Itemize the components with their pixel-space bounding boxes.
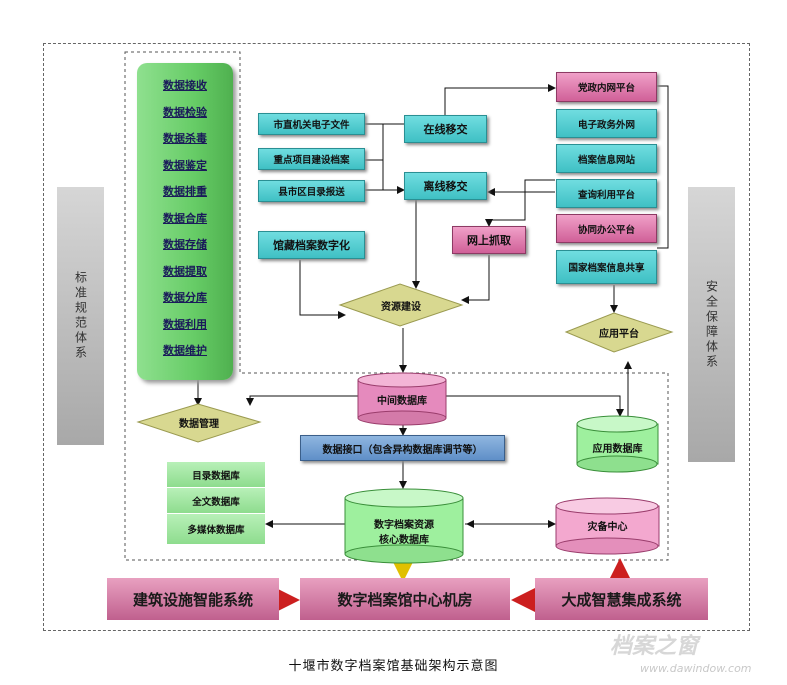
building-system-box: 建筑设施智能系统 bbox=[107, 578, 279, 620]
data-center-box: 数字档案馆中心机房 bbox=[300, 578, 510, 620]
platform-box: 协同办公平台 bbox=[556, 214, 657, 243]
process-step: 数据排重 bbox=[163, 185, 207, 198]
standards-sidebar: 标准规范体系 bbox=[57, 187, 104, 445]
platform-box: 党政内网平台 bbox=[556, 72, 657, 102]
security-sidebar: 安全保障体系 bbox=[688, 187, 735, 462]
backup-label: 灾备中心 bbox=[587, 522, 628, 533]
source-box: 重点项目建设档案 bbox=[258, 148, 365, 170]
data-management-label: 数据管理 bbox=[179, 419, 219, 430]
middle-db-cylinder bbox=[357, 372, 447, 426]
stack-db: 目录数据库 bbox=[167, 462, 265, 488]
platform-box: 电子政务外网 bbox=[556, 109, 657, 138]
diagram-caption: 十堰市数字档案馆基础架构示意图 bbox=[288, 659, 499, 674]
watermark-url: www.dawindow.com bbox=[640, 662, 752, 675]
middle-db-label: 中间数据库 bbox=[377, 396, 427, 407]
offline-transfer-box: 离线移交 bbox=[404, 172, 487, 200]
core-db-cylinder bbox=[344, 488, 464, 564]
integration-system-box: 大成智慧集成系统 bbox=[535, 578, 708, 620]
core-db-label-line2: 核心数据库 bbox=[379, 535, 429, 546]
resource-building-shape bbox=[338, 283, 464, 327]
process-step: 数据鉴定 bbox=[163, 159, 207, 172]
app-db-cylinder bbox=[576, 415, 659, 473]
platform-box: 国家档案信息共享 bbox=[556, 250, 657, 284]
digitization-box: 馆藏档案数字化 bbox=[258, 231, 365, 259]
outer-frame bbox=[43, 43, 750, 631]
app-platform-shape bbox=[564, 312, 674, 353]
process-step: 数据维护 bbox=[163, 344, 207, 357]
platform-box: 查询利用平台 bbox=[556, 179, 657, 208]
process-step: 数据存储 bbox=[163, 238, 207, 251]
resource-building-label: 资源建设 bbox=[381, 302, 421, 313]
process-step: 数据利用 bbox=[163, 318, 207, 331]
web-crawl-box: 网上抓取 bbox=[452, 226, 526, 254]
data-management-shape bbox=[136, 403, 262, 443]
data-interface-box: 数据接口（包含异构数据库调节等） bbox=[300, 435, 505, 461]
process-step: 数据提取 bbox=[163, 265, 207, 278]
source-box: 市直机关电子文件 bbox=[258, 113, 365, 135]
stack-db: 全文数据库 bbox=[167, 488, 265, 514]
online-transfer-box: 在线移交 bbox=[404, 115, 487, 143]
process-step: 数据接收 bbox=[163, 79, 207, 92]
stack-db: 多媒体数据库 bbox=[167, 514, 265, 544]
process-step: 数据检验 bbox=[163, 106, 207, 119]
watermark-brand: 档案之窗 bbox=[610, 634, 699, 659]
platform-box: 档案信息网站 bbox=[556, 144, 657, 173]
source-box: 县市区目录报送 bbox=[258, 180, 365, 202]
app-platform-label: 应用平台 bbox=[599, 329, 639, 340]
process-step: 数据杀毒 bbox=[163, 132, 207, 145]
process-step: 数据合库 bbox=[163, 212, 207, 225]
process-column: 数据接收 数据检验 数据杀毒 数据鉴定 数据排重 数据合库 数据存储 数据提取 … bbox=[137, 63, 233, 380]
app-db-label: 应用数据库 bbox=[592, 444, 643, 455]
process-step: 数据分库 bbox=[163, 291, 207, 304]
core-db-label-line1: 数字档案资源 bbox=[374, 520, 434, 531]
backup-cylinder bbox=[555, 497, 660, 555]
